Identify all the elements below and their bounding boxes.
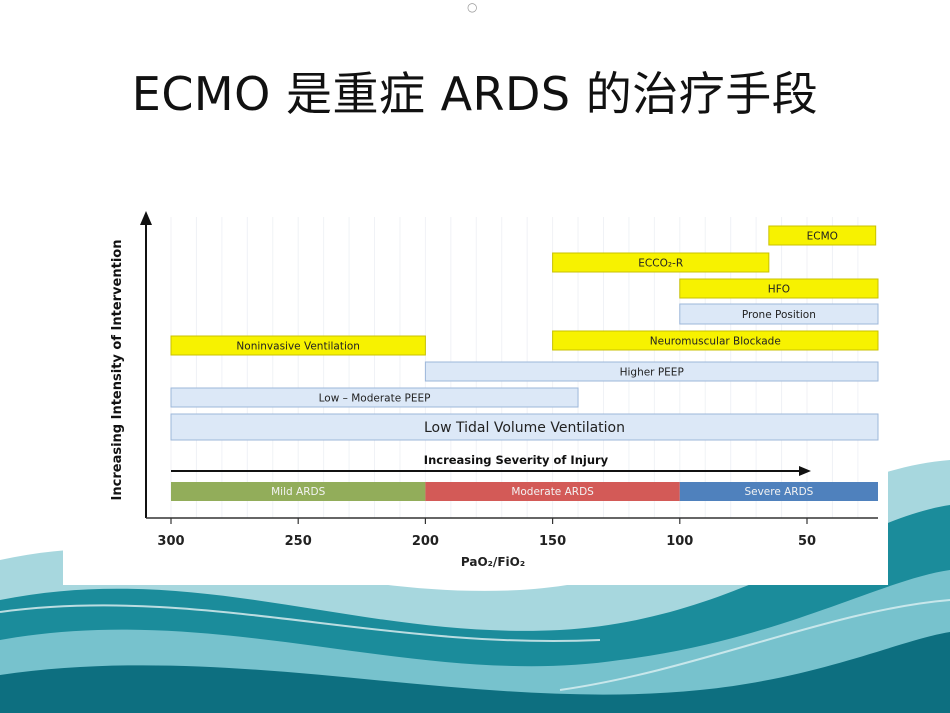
top-marker: ○ xyxy=(467,0,478,14)
severity-band-rect xyxy=(425,482,680,501)
intervention-bar-rect xyxy=(768,225,877,246)
severity-arrow-label: Increasing Severity of Injury xyxy=(424,453,609,467)
intervention-label: Higher PEEP xyxy=(620,366,684,378)
wave-line-2 xyxy=(0,604,601,643)
intervention-bar: Noninvasive Ventilation xyxy=(170,335,426,356)
intervention-bar: Low – Moderate PEEP xyxy=(170,387,579,408)
intervention-bar-rect xyxy=(679,278,879,299)
severity-band-label: Mild ARDS xyxy=(271,486,325,498)
intervention-bar: Low Tidal Volume Ventilation xyxy=(170,413,879,441)
severity-band-label: Moderate ARDS xyxy=(511,486,594,498)
intervention-label: Low – Moderate PEEP xyxy=(319,392,431,404)
slide-title: ECMO 是重症 ARDS 的治疗手段 xyxy=(131,67,819,121)
intervention-bar: Prone Position xyxy=(679,303,879,325)
x-tick-label: 300 xyxy=(157,534,184,549)
intervention-bar-rect xyxy=(170,335,426,356)
severity-band: Severe ARDS xyxy=(679,482,878,501)
intervention-bar-rect xyxy=(552,330,879,351)
severity-band: Moderate ARDS xyxy=(425,482,680,501)
x-axis-label: PaO₂/FiO₂ xyxy=(461,555,525,569)
x-tick-label: 150 xyxy=(539,534,566,549)
intervention-chart: ECMO ECCO₂-R HFO Prone PositionNeuromuscula… xyxy=(110,211,879,569)
intervention-bar-rect xyxy=(424,361,879,382)
severity-arrow-head xyxy=(799,466,811,476)
severity-band-label: Severe ARDS xyxy=(744,486,813,498)
intervention-label: Noninvasive Ventilation xyxy=(236,340,360,352)
severity-band-rect xyxy=(171,482,426,501)
severity-band: Mild ARDS xyxy=(171,482,426,501)
intervention-label: ECCO₂-R xyxy=(638,257,683,269)
intervention-label: Neuromuscular Blockade xyxy=(650,335,781,347)
intervention-label: Prone Position xyxy=(742,309,816,321)
x-tick-label: 100 xyxy=(666,534,693,549)
intervention-bar: Higher PEEP xyxy=(424,361,879,382)
intervention-bar: ECMO xyxy=(768,225,877,246)
x-tick-label: 50 xyxy=(798,534,816,549)
intervention-label: Low Tidal Volume Ventilation xyxy=(424,420,625,436)
intervention-bar: Neuromuscular Blockade xyxy=(552,330,879,351)
wave-line-3 xyxy=(559,599,950,691)
y-axis-label: Increasing Intensity of Intervention xyxy=(110,240,125,501)
intervention-label: ECMO xyxy=(807,230,838,242)
wave-front xyxy=(0,632,950,713)
intervention-bar-rect xyxy=(170,387,579,408)
y-axis-arrowhead xyxy=(140,211,152,225)
intervention-bar: ECCO₂-R xyxy=(552,252,770,273)
x-tick-label: 250 xyxy=(285,534,312,549)
severity-band-rect xyxy=(679,482,878,501)
intervention-bar-rect xyxy=(552,252,770,273)
intervention-label: HFO xyxy=(768,283,790,295)
intervention-bar: HFO xyxy=(679,278,879,299)
intervention-bar-rect xyxy=(679,303,879,325)
x-tick-label: 200 xyxy=(412,534,439,549)
intervention-bar-rect xyxy=(170,413,879,441)
